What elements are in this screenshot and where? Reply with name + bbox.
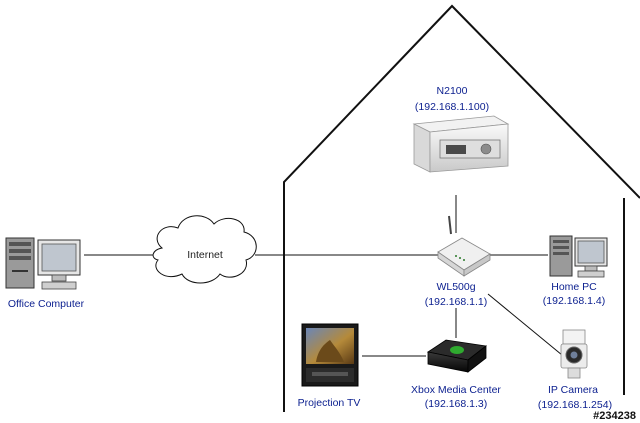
office-computer-icon (5, 237, 81, 290)
router-name-label: WL500g (436, 281, 475, 293)
house-outline (283, 4, 640, 412)
router-ip-label: (192.168.1.1) (425, 296, 487, 308)
projection-tv-icon (301, 323, 359, 387)
home-pc-ip-label: (192.168.1.4) (543, 295, 605, 307)
nas-ip-label: (192.168.1.100) (415, 101, 489, 113)
xbox-ip-label: (192.168.1.3) (425, 398, 487, 410)
internet-cloud-icon (152, 215, 257, 284)
home-pc-icon (549, 235, 608, 278)
nas-name-label: N2100 (437, 85, 468, 97)
home-pc-name-label: Home PC (551, 281, 597, 293)
wireless-router-icon (437, 215, 491, 277)
tv-name-label: Projection TV (298, 397, 361, 409)
xbox-name-label: Xbox Media Center (411, 384, 501, 396)
internet-label: Internet (187, 249, 223, 261)
camera-ip-label: (192.168.1.254) (538, 399, 612, 411)
camera-name-label: IP Camera (548, 384, 598, 396)
connections (84, 195, 563, 357)
xbox-console-icon (426, 339, 487, 373)
watermark-text: #234238 (593, 410, 636, 422)
link-router-camera (487, 293, 563, 356)
ip-camera-icon (560, 329, 588, 379)
office-computer-label: Office Computer (8, 298, 85, 310)
nas-device-icon (412, 115, 510, 173)
